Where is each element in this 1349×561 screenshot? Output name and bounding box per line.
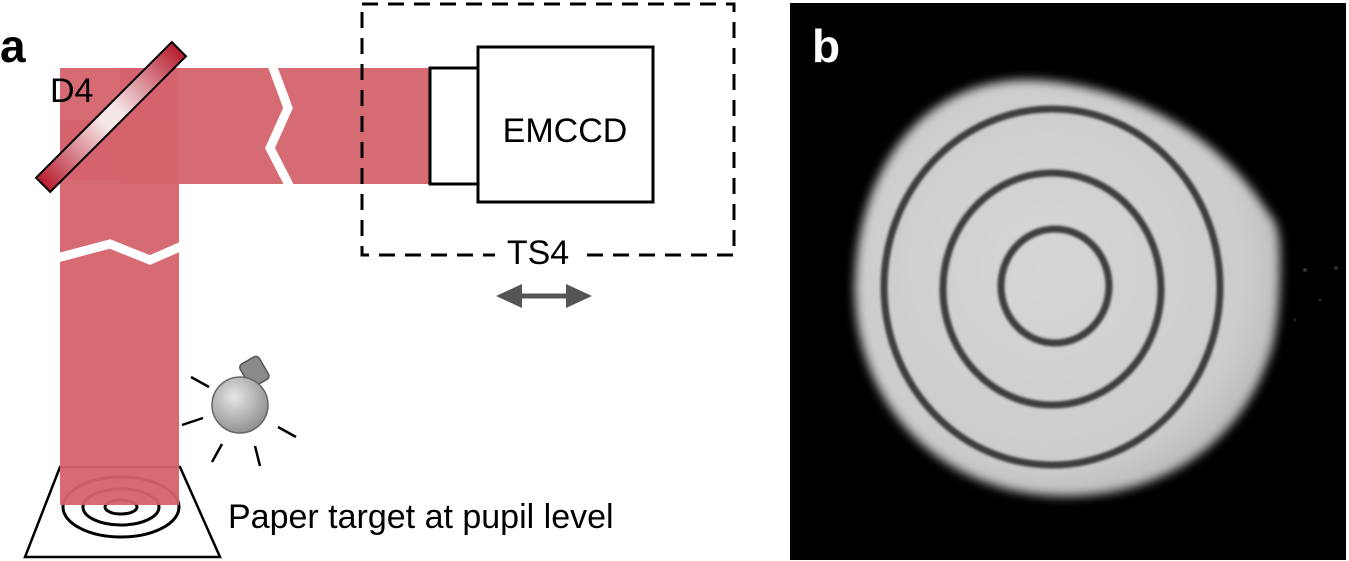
panel-b-label: b <box>812 20 840 72</box>
emccd-camera <box>428 45 655 204</box>
panel-a: a D4 EMCCD TS4 Paper target at pupil lev… <box>0 2 736 559</box>
double-arrow-icon <box>496 284 592 308</box>
mirror-label: D4 <box>50 72 93 110</box>
panel-b: b <box>790 3 1346 560</box>
mirror-d4 <box>34 40 188 194</box>
camera-body <box>476 45 655 204</box>
stage-label: TS4 <box>507 234 569 272</box>
beam-break-horizontal <box>265 63 295 190</box>
bulb-icon <box>181 355 297 467</box>
laser-beam <box>55 63 430 505</box>
camera-label: EMCCD <box>503 112 628 150</box>
beam-break-vertical <box>55 239 184 265</box>
camera-lens <box>428 66 480 186</box>
image-specks <box>1293 266 1338 322</box>
beam-vertical <box>60 120 179 505</box>
illuminated-disc <box>854 79 1280 497</box>
panel-a-label: a <box>0 20 26 72</box>
target-label: Paper target at pupil level <box>228 498 614 536</box>
target-rings <box>880 105 1224 469</box>
